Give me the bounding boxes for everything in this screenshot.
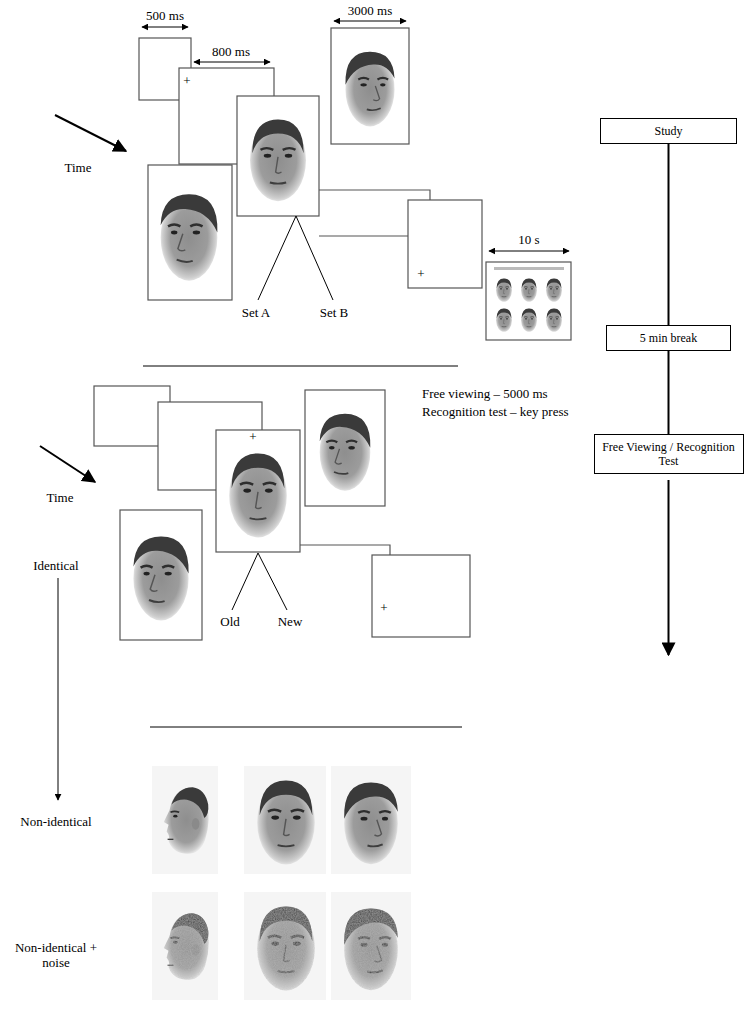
lineup-header [494,267,564,270]
test-sequence [94,386,470,640]
face-photo [250,120,306,202]
fixation-cross: + [183,73,190,88]
timeline-line [668,144,670,325]
annotation: 3000 ms [348,3,392,18]
face-screen [331,28,409,144]
face-photo [345,52,394,127]
lineup-grid [494,267,564,332]
dimension-arrows [142,21,569,251]
annotation: New [278,614,303,629]
face-screen [216,430,300,552]
stage-box: 5 min break [606,325,731,351]
annotation: Set B [320,305,349,320]
separator [143,366,458,367]
identical-arrow [58,578,59,800]
fixation-cross: + [380,600,387,615]
annotation: Free viewing – 5000 ms [422,386,548,401]
annotation: Non-identical [20,814,91,829]
time-arrow [40,446,95,482]
face-screen [305,390,385,506]
stage-label: Free Viewing / Recognition Test [599,440,739,468]
study-sequence [139,28,571,340]
separator [150,727,462,728]
face-screen [148,165,232,300]
annotation: Non-identical + noise [10,940,102,970]
face-photo [133,536,188,620]
fixation-cross: + [417,266,424,281]
sequence-line [300,545,390,555]
sequence-line [319,235,408,236]
noise-row [152,892,411,1000]
non-identical-row [152,766,411,874]
timeline-tail [668,480,670,655]
lineup-screen [486,262,571,340]
annotation: Recognition test – key press [422,404,569,419]
annotation: Set A [242,305,271,320]
fixation-screen [372,555,470,637]
annotation: Old [220,614,240,629]
branch-lines [232,553,287,610]
timeline-line [668,351,670,434]
face-photo [161,194,218,280]
face-screen [237,96,319,216]
fixation-cross: + [249,429,256,444]
annotation: 500 ms [146,8,184,23]
face-photo [229,453,287,537]
sequence-line [319,190,430,200]
face-screen [120,510,202,640]
annotation: 800 ms [212,44,250,59]
time-arrow [55,115,126,151]
annotation: 10 s [518,232,539,247]
face-photo [320,414,371,491]
stage-label: 5 min break [611,331,726,345]
fixation-screen [408,200,482,288]
branch-lines [258,216,333,300]
annotation: Identical [33,558,78,573]
annotation: Time [65,160,92,175]
annotation: Time [47,490,74,505]
stage-box: Free Viewing / Recognition Test [594,434,744,474]
stage-label: Study [605,124,732,138]
stage-box: Study [600,118,737,144]
